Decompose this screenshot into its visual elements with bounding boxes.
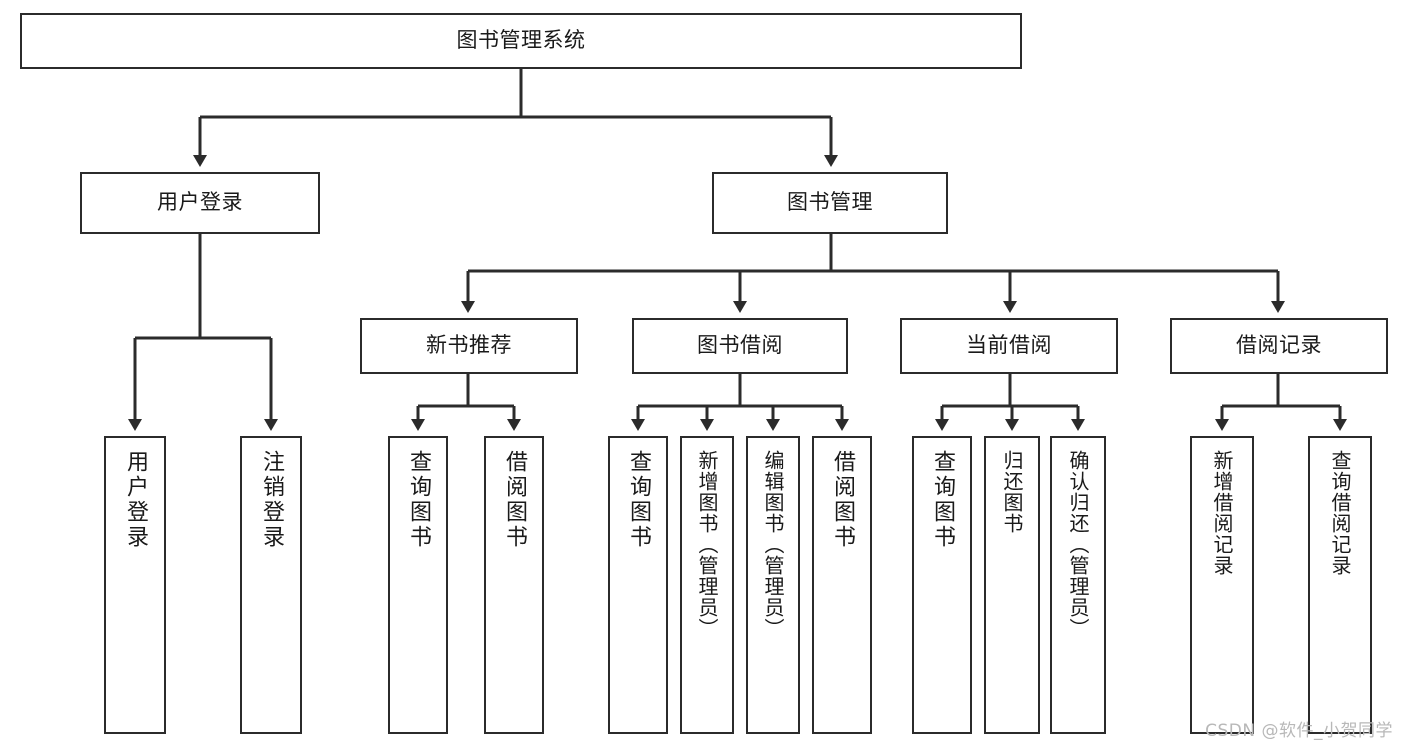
leaf-user-login[interactable]: 用户登录 [104, 436, 166, 734]
node-user-login-label: 用户登录 [157, 190, 243, 215]
leaf-query-book-current[interactable]: 查询图书 [912, 436, 972, 734]
node-current-borrow-label: 当前借阅 [966, 333, 1052, 358]
leaf-return-book-label: 归还图书 [1000, 450, 1024, 534]
node-current-borrow[interactable]: 当前借阅 [900, 318, 1118, 374]
watermark: CSDN @软件_小贺同学 [1205, 721, 1393, 741]
leaf-add-borrow-record-label: 新增借阅记录 [1210, 450, 1234, 576]
leaf-edit-book-admin[interactable]: 编辑图书（管理员） [746, 436, 800, 734]
leaf-query-book-borrow[interactable]: 查询图书 [608, 436, 668, 734]
node-book-management[interactable]: 图书管理 [712, 172, 948, 234]
node-root-label: 图书管理系统 [456, 28, 586, 53]
node-new-book-recommend[interactable]: 新书推荐 [360, 318, 578, 374]
node-borrow-record-label: 借阅记录 [1236, 333, 1322, 358]
leaf-add-book-admin-label: 新增图书（管理员） [695, 450, 719, 639]
node-root[interactable]: 图书管理系统 [20, 13, 1022, 69]
leaf-return-book[interactable]: 归还图书 [984, 436, 1040, 734]
leaf-logout[interactable]: 注销登录 [240, 436, 302, 734]
leaf-borrow-book-label: 借阅图书 [830, 450, 855, 550]
node-book-management-label: 图书管理 [787, 190, 873, 215]
leaf-borrow-book-recommend[interactable]: 借阅图书 [484, 436, 544, 734]
leaf-confirm-return-admin[interactable]: 确认归还（管理员） [1050, 436, 1106, 734]
leaf-query-book-borrow-label: 查询图书 [626, 450, 651, 550]
leaf-logout-label: 注销登录 [259, 450, 284, 550]
leaf-query-book-recommend-label: 查询图书 [406, 450, 431, 550]
leaf-query-book-current-label: 查询图书 [930, 450, 955, 550]
leaf-add-borrow-record[interactable]: 新增借阅记录 [1190, 436, 1254, 734]
node-borrow-record[interactable]: 借阅记录 [1170, 318, 1388, 374]
leaf-query-book-recommend[interactable]: 查询图书 [388, 436, 448, 734]
node-new-book-recommend-label: 新书推荐 [426, 333, 512, 358]
node-book-borrow[interactable]: 图书借阅 [632, 318, 848, 374]
leaf-add-book-admin[interactable]: 新增图书（管理员） [680, 436, 734, 734]
leaf-query-borrow-record[interactable]: 查询借阅记录 [1308, 436, 1372, 734]
leaf-confirm-return-admin-label: 确认归还（管理员） [1066, 450, 1090, 639]
leaf-borrow-book[interactable]: 借阅图书 [812, 436, 872, 734]
leaf-edit-book-admin-label: 编辑图书（管理员） [761, 450, 785, 639]
node-user-login[interactable]: 用户登录 [80, 172, 320, 234]
leaf-user-login-label: 用户登录 [123, 450, 148, 550]
leaf-query-borrow-record-label: 查询借阅记录 [1328, 450, 1352, 576]
node-book-borrow-label: 图书借阅 [697, 333, 783, 358]
leaf-borrow-book-recommend-label: 借阅图书 [502, 450, 527, 550]
